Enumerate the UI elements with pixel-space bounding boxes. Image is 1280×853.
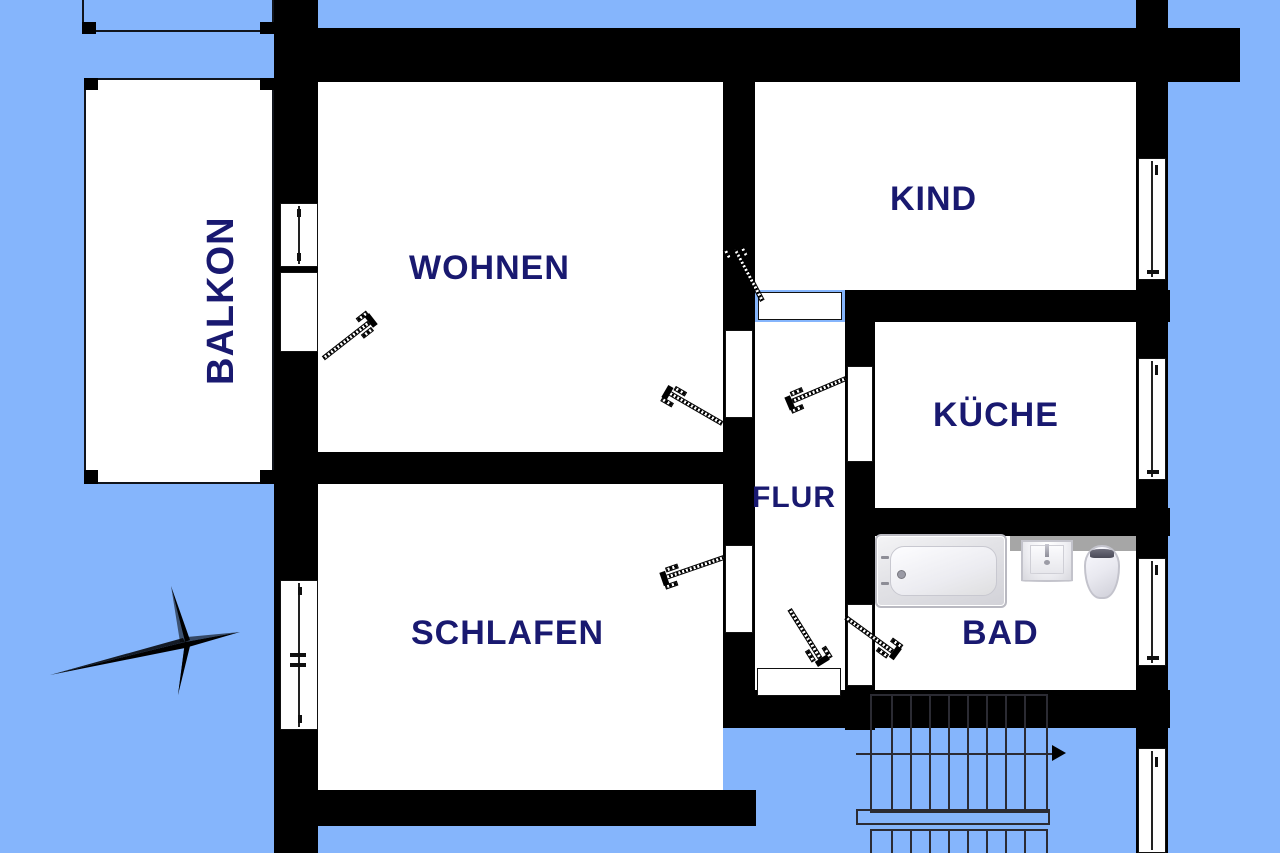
stair-landing-rail (856, 809, 1050, 825)
balcony-door-hinge-top (297, 209, 301, 217)
upper-balcony-slab (82, 0, 274, 32)
balkon-corner-tr (260, 78, 274, 90)
stair-tread (929, 831, 931, 853)
door-wohnen-balcony-leaf[interactable] (280, 272, 318, 352)
door-schlafen-flur-leaf[interactable] (725, 545, 753, 633)
stair-tread (948, 831, 950, 853)
washbasin-faucet (1045, 544, 1049, 558)
interior-wall-kueche-bad (845, 508, 1170, 536)
window-hinge-top (1155, 565, 1158, 575)
stair-direction-line (856, 753, 1052, 755)
door-kueche-flur-leaf[interactable] (847, 366, 873, 462)
washbasin-drain (1044, 560, 1050, 566)
window-kueche-east[interactable] (1138, 358, 1166, 480)
upper-balcony-corner-right (260, 22, 274, 34)
room-label-flur: FLUR (752, 481, 836, 514)
stair-direction-arrow (1052, 745, 1066, 761)
stair-tread (1024, 831, 1026, 853)
compass-rose (40, 580, 250, 700)
bathtub-drain (897, 569, 907, 579)
exterior-wall-north (274, 28, 1240, 82)
interior-wall-bad-south (755, 690, 1170, 728)
toilet-cistern (1089, 549, 1115, 558)
toilet-fixture (1084, 545, 1120, 599)
window-bad-east[interactable] (1138, 558, 1166, 666)
window-mullion (1151, 751, 1153, 850)
balcony-door-mullion (298, 206, 300, 264)
room-balkon (84, 78, 274, 484)
bathtub-tap-upper (880, 555, 889, 559)
stair-flight-lower (870, 829, 1048, 853)
window-hinge-bottom (1147, 270, 1159, 274)
window-hinge-top (1155, 365, 1158, 375)
washbasin-fixture (1021, 540, 1073, 582)
interior-wall-south (274, 790, 756, 826)
room-label-schlafen: SCHLAFEN (411, 614, 605, 652)
interior-wall-wohnen-schlafen (274, 452, 756, 484)
bathtub-tap-lower (880, 582, 889, 586)
room-kueche (875, 322, 1136, 508)
room-schlafen (318, 484, 723, 790)
bathtub-fixture (875, 534, 1007, 608)
room-label-kueche: KÜCHE (933, 396, 1059, 434)
window-hinge-top (298, 587, 302, 595)
window-hinge-mid-b (290, 663, 306, 667)
room-wohnen (318, 82, 723, 452)
compass-rose-svg (50, 586, 240, 695)
window-mullion (1151, 161, 1153, 277)
door-kind-flur-leaf[interactable] (758, 292, 842, 320)
balkon-corner-br (260, 470, 274, 484)
stair-tread (967, 831, 969, 853)
room-label-bad: BAD (962, 614, 1039, 652)
window-hinge-mid-a (290, 653, 306, 657)
balkon-corner-bl (84, 470, 98, 484)
window-kind-east[interactable] (1138, 158, 1166, 280)
balcony-door-wohnen[interactable] (280, 203, 318, 267)
window-mullion (1151, 361, 1153, 477)
staircase (856, 694, 1072, 853)
window-hinge-top (1155, 757, 1158, 767)
stair-tread (986, 831, 988, 853)
stair-tread (891, 831, 893, 853)
window-mullion (1151, 561, 1153, 663)
door-flur-entrance-leaf[interactable] (757, 668, 841, 696)
window-schlafen-west[interactable] (280, 580, 318, 730)
bathtub-basin (889, 545, 998, 597)
window-hinge-bottom (1147, 470, 1159, 474)
balkon-corner-tl (84, 78, 98, 90)
room-kind (755, 82, 1136, 290)
window-stairwell-east[interactable] (1138, 748, 1166, 853)
window-hinge-bottom (1147, 656, 1159, 660)
stair-tread (1005, 831, 1007, 853)
door-wohnen-flur-leaf[interactable] (725, 330, 753, 418)
interior-wall-kind-kueche (845, 290, 1170, 322)
upper-balcony-corner-left (82, 22, 96, 34)
window-hinge-top (1155, 165, 1158, 175)
window-hinge-bottom (298, 715, 302, 723)
stair-tread (910, 831, 912, 853)
room-label-kind: KIND (890, 180, 978, 218)
room-label-wohnen: WOHNEN (409, 249, 570, 287)
room-label-balkon: BALKON (200, 216, 242, 385)
balcony-door-hinge-bottom (297, 253, 301, 261)
